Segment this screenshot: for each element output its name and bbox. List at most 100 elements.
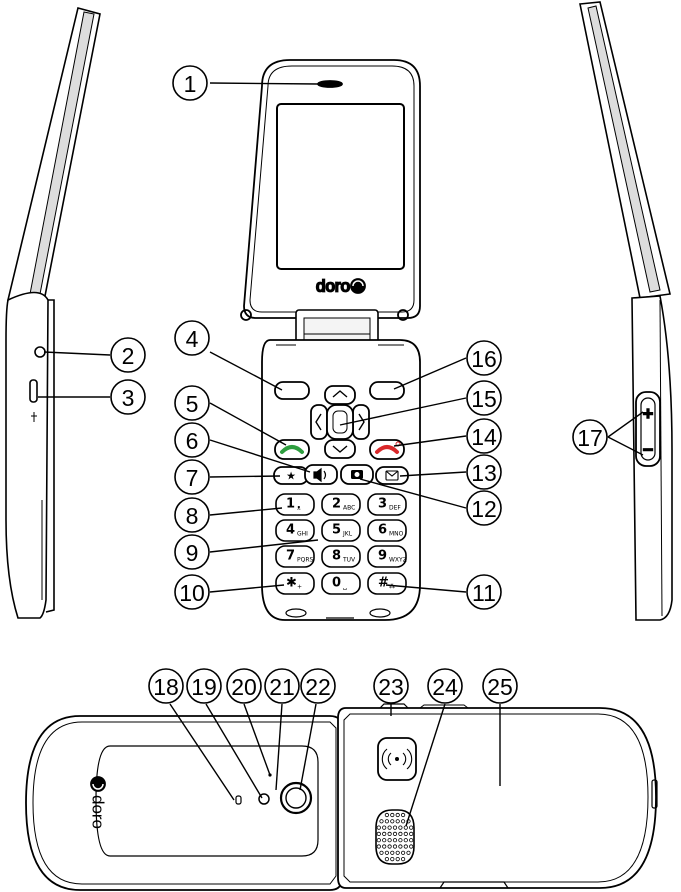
callout-number: 13 [471,460,497,486]
flash-led [235,795,242,805]
callout-4: 4 [174,320,210,356]
callout-14: 14 [466,418,502,454]
brand-logo-text: doro [316,277,350,296]
keypad-key-main: # [378,576,389,591]
left-side-view [5,7,101,619]
callout-18: 18 [148,668,184,704]
keypad-key-main: 9 [378,549,387,564]
cover-side-detail [651,779,658,809]
nav-up [324,385,356,405]
keypad-key-main: 7 [286,549,295,564]
callout-number: 7 [186,465,199,491]
end-call-icon [375,445,399,454]
keypad-key-letters: MNO [389,531,404,538]
callout-number: 17 [577,425,603,451]
usb-port-icon [29,379,38,403]
leader-lines [38,82,644,827]
callout-23: 23 [373,668,409,704]
callout-number: 22 [305,674,331,700]
message-icon [385,470,399,481]
callout-number: 21 [269,674,295,700]
keypad-key-letters: DEF [389,505,401,512]
callout-number: 25 [487,674,513,700]
callout-22: 22 [300,668,336,704]
keypad-key-main: 5 [332,523,341,538]
callout-number: 11 [472,580,496,606]
left-soft-key [274,381,310,400]
call-icon [280,445,304,454]
keypad-key-letters: WXYZ [389,557,407,564]
callout-number: 15 [471,386,497,412]
callout-number: 5 [186,391,199,417]
callout-number: 4 [186,326,199,352]
keypad-key-letters: TUV [342,557,356,564]
callout-9: 9 [174,534,210,570]
loudspeaker-grille-icon [375,809,415,865]
end-call-key [369,439,405,460]
callout-number: 16 [471,346,497,372]
callout-number: 3 [122,385,135,411]
callout-number: 23 [378,674,404,700]
nav-down [324,439,356,459]
callout-number: 9 [186,540,199,566]
callout-number: 20 [231,674,257,700]
keypad-key-letters: GHI [297,531,308,538]
keypad-key-letters: ⁂ [389,584,395,591]
callout-number: 1 [184,71,197,97]
keypad-key-main: 8 [332,549,341,564]
volume-up-symbol: + [642,406,654,422]
callout-15: 15 [466,380,502,416]
keypad-key-main: 1 [286,497,295,512]
callout-12: 12 [466,490,502,526]
callout-number: 14 [471,424,497,450]
callout-number: 19 [191,674,217,700]
callout-13: 13 [466,454,502,490]
nav-ok [326,404,354,440]
back-brand-text: doro [89,795,108,829]
speaker-icon [313,467,327,483]
callout-25: 25 [482,668,518,704]
call-key [274,439,310,460]
callout-number: 6 [186,428,199,454]
callout-5: 5 [174,385,210,421]
keypad-key-12: #⁂ [367,572,407,595]
right-side-view: + − [579,1,673,621]
callout-17: 17 [572,419,608,455]
keypad-key-main: 3 [378,497,387,512]
callout-number: 18 [153,674,179,700]
keypad-key-letters: ABC [343,505,355,512]
light-sensor [258,793,270,805]
nav-left [310,404,328,440]
earpiece-icon [317,80,343,88]
star-shortcut-symbol: ★ [286,470,296,483]
callout-10: 10 [174,574,210,610]
keypad-key-letters: + [297,584,302,591]
callout-8: 8 [174,497,210,533]
camera-icon [351,470,363,479]
callout-2: 2 [110,337,146,373]
front-upper-half: doro [240,59,421,321]
callout-11: 11 [466,574,502,610]
volume-down-symbol: − [642,442,654,458]
keypad-key-main: ✱ [286,576,297,591]
nfc-icon [377,737,417,781]
callout-21: 21 [264,668,300,704]
callout-1: 1 [172,65,208,101]
callout-number: 2 [122,343,135,369]
display-screen [276,103,405,270]
keypad-key-main: 6 [378,523,387,538]
callout-16: 16 [466,340,502,376]
callout-20: 20 [226,668,262,704]
right-soft-key [369,381,405,400]
